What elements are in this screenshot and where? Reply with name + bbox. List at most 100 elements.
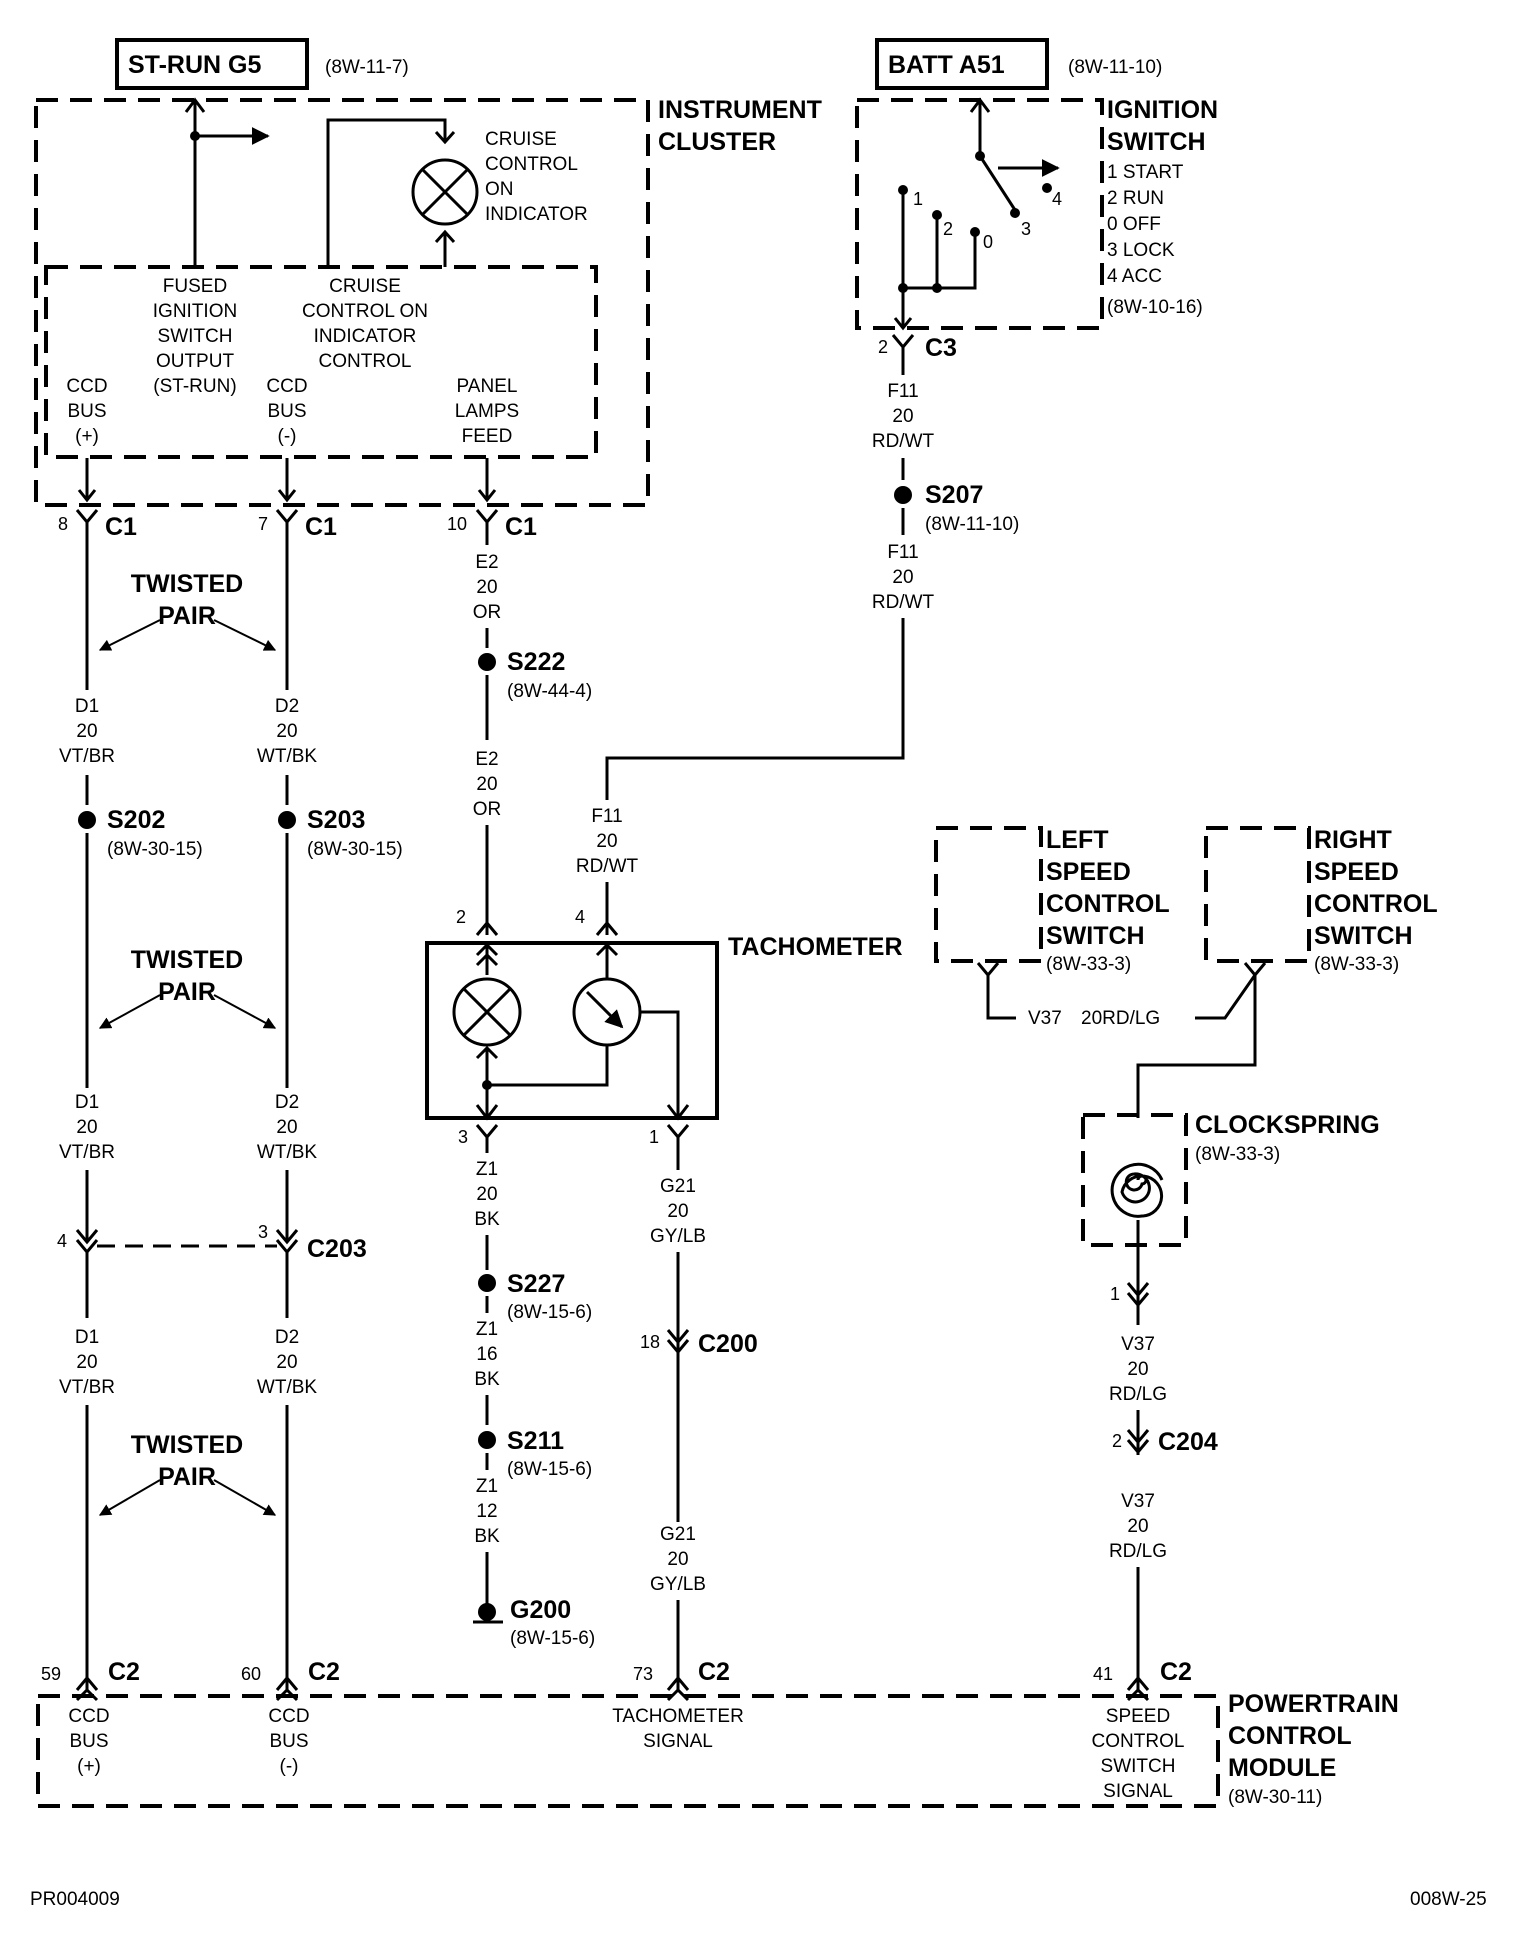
svg-text:20: 20: [1127, 1516, 1148, 1537]
svg-text:CRUISE: CRUISE: [485, 129, 557, 150]
connector-c200: 18 C200: [640, 1329, 758, 1358]
svg-text:INSTRUMENT: INSTRUMENT: [658, 96, 822, 124]
svg-text:SWITCH: SWITCH: [1314, 922, 1413, 950]
svg-text:TWISTED: TWISTED: [131, 1431, 244, 1459]
wire-z1-c: Z1 12 BK: [474, 1476, 500, 1547]
svg-text:SPEED: SPEED: [1314, 858, 1399, 886]
wire-g21-a: G21 20 GY/LB: [650, 1176, 706, 1247]
svg-text:C1: C1: [105, 513, 137, 541]
svg-text:20: 20: [476, 1184, 497, 1205]
svg-text:CCD: CCD: [66, 376, 107, 397]
svg-text:V37: V37: [1121, 1334, 1155, 1355]
svg-text:(+): (+): [75, 426, 99, 447]
connector-c204: 2 C204: [1112, 1428, 1218, 1456]
svg-text:RD/WT: RD/WT: [576, 856, 639, 877]
svg-text:18: 18: [640, 1332, 660, 1352]
svg-text:20: 20: [596, 831, 617, 852]
st-run-ref-label: ST-RUN G5: [128, 51, 261, 79]
batt-ref-page: (8W-11-10): [1068, 57, 1162, 78]
svg-text:SIGNAL: SIGNAL: [643, 1731, 713, 1752]
svg-text:OR: OR: [473, 602, 502, 623]
splice-s222-label: S222: [507, 648, 565, 676]
svg-text:D1: D1: [75, 696, 99, 717]
clockspring-label: CLOCKSPRING: [1195, 1111, 1380, 1139]
splice-s202-label: S202: [107, 806, 165, 834]
svg-text:2 RUN: 2 RUN: [1107, 188, 1164, 209]
svg-text:TACHOMETER: TACHOMETER: [612, 1706, 744, 1727]
svg-text:FUSED: FUSED: [163, 276, 227, 297]
splice-s203: [278, 811, 296, 829]
splice-s211-page: (8W-15-6): [507, 1459, 592, 1480]
twisted-pair-3: TWISTED PAIR: [98, 1431, 277, 1516]
svg-text:1: 1: [1110, 1284, 1120, 1304]
splice-s227-page: (8W-15-6): [507, 1302, 592, 1323]
wire-v37-a: V37 20 RD/LG: [1109, 1334, 1167, 1405]
svg-text:IGNITION: IGNITION: [153, 301, 237, 322]
ignition-contact-numbers: 1 2 0 3 4: [913, 189, 1062, 252]
svg-text:1: 1: [913, 189, 923, 209]
svg-text:OUTPUT: OUTPUT: [156, 351, 235, 372]
footer-left: PR004009: [30, 1889, 120, 1910]
svg-text:20: 20: [276, 721, 297, 742]
svg-text:PAIR: PAIR: [158, 1463, 216, 1491]
svg-text:GY/LB: GY/LB: [650, 1574, 706, 1595]
svg-text:1: 1: [649, 1127, 659, 1147]
svg-text:TWISTED: TWISTED: [131, 570, 244, 598]
svg-text:VT/BR: VT/BR: [59, 746, 115, 767]
connector-c2-pin60: 60 C2: [241, 1658, 340, 1691]
svg-text:PANEL: PANEL: [457, 376, 518, 397]
svg-text:12: 12: [476, 1501, 497, 1522]
svg-text:WT/BK: WT/BK: [257, 746, 317, 767]
wire-e2-b: E2 20 OR: [473, 749, 502, 820]
clockspring-page: (8W-33-3): [1195, 1144, 1280, 1165]
connector-c3: 2 C3: [878, 334, 957, 362]
svg-text:CONTROL: CONTROL: [1092, 1731, 1185, 1752]
svg-text:73: 73: [633, 1664, 653, 1684]
svg-text:CRUISE: CRUISE: [329, 276, 401, 297]
svg-text:3: 3: [258, 1222, 268, 1242]
svg-text:ON: ON: [485, 179, 514, 200]
svg-text:VT/BR: VT/BR: [59, 1142, 115, 1163]
svg-text:IGNITION: IGNITION: [1107, 96, 1218, 124]
svg-text:CONTROL: CONTROL: [1046, 890, 1170, 918]
svg-text:PAIR: PAIR: [158, 602, 216, 630]
svg-text:C2: C2: [108, 1658, 140, 1686]
svg-text:20: 20: [476, 577, 497, 598]
svg-text:D2: D2: [275, 696, 299, 717]
wire-v37-b: V37 20 RD/LG: [1109, 1491, 1167, 1562]
svg-text:RD/WT: RD/WT: [872, 592, 935, 613]
svg-text:4 ACC: 4 ACC: [1107, 266, 1162, 287]
svg-text:FEED: FEED: [462, 426, 513, 447]
svg-text:C3: C3: [925, 334, 957, 362]
svg-text:20: 20: [892, 406, 913, 427]
svg-text:(+): (+): [77, 1756, 101, 1777]
splice-s207: [894, 486, 912, 504]
svg-text:1 START: 1 START: [1107, 162, 1184, 183]
svg-text:BUS: BUS: [69, 1731, 108, 1752]
right-speed-switch-label: RIGHT SPEED CONTROL SWITCH (8W-33-3): [1314, 826, 1438, 975]
svg-text:3: 3: [458, 1127, 468, 1147]
wire-d2-a: D2 20 WT/BK: [257, 696, 317, 767]
svg-text:C2: C2: [308, 1658, 340, 1686]
svg-text:C1: C1: [505, 513, 537, 541]
svg-text:10: 10: [447, 514, 467, 534]
svg-text:BUS: BUS: [67, 401, 106, 422]
svg-text:LAMPS: LAMPS: [455, 401, 519, 422]
right-speed-switch-outline: [1204, 826, 1311, 963]
svg-text:20: 20: [1127, 1359, 1148, 1380]
ground-g200-icon: [473, 1603, 503, 1624]
svg-text:20: 20: [76, 1352, 97, 1373]
svg-text:RD/WT: RD/WT: [872, 431, 935, 452]
wire-e2-a: E2 20 OR: [473, 552, 502, 623]
batt-ref-box: [875, 38, 1049, 90]
connector-c1-pin7: 7 C1: [258, 509, 337, 541]
pcm-label: POWERTRAIN CONTROL MODULE (8W-30-11): [1228, 1690, 1399, 1808]
svg-text:60: 60: [241, 1664, 261, 1684]
ignition-switch-label: IGNITION SWITCH 1 START 2 RUN 0 OFF 3 LO…: [1107, 96, 1218, 318]
instrument-cluster-inner-outline: [44, 265, 598, 459]
connector-c2-pin59: 59 C2: [41, 1658, 140, 1691]
svg-text:C204: C204: [1158, 1428, 1218, 1456]
svg-text:CLUSTER: CLUSTER: [658, 128, 776, 156]
svg-text:20: 20: [276, 1352, 297, 1373]
svg-text:CONTROL: CONTROL: [1228, 1722, 1352, 1750]
